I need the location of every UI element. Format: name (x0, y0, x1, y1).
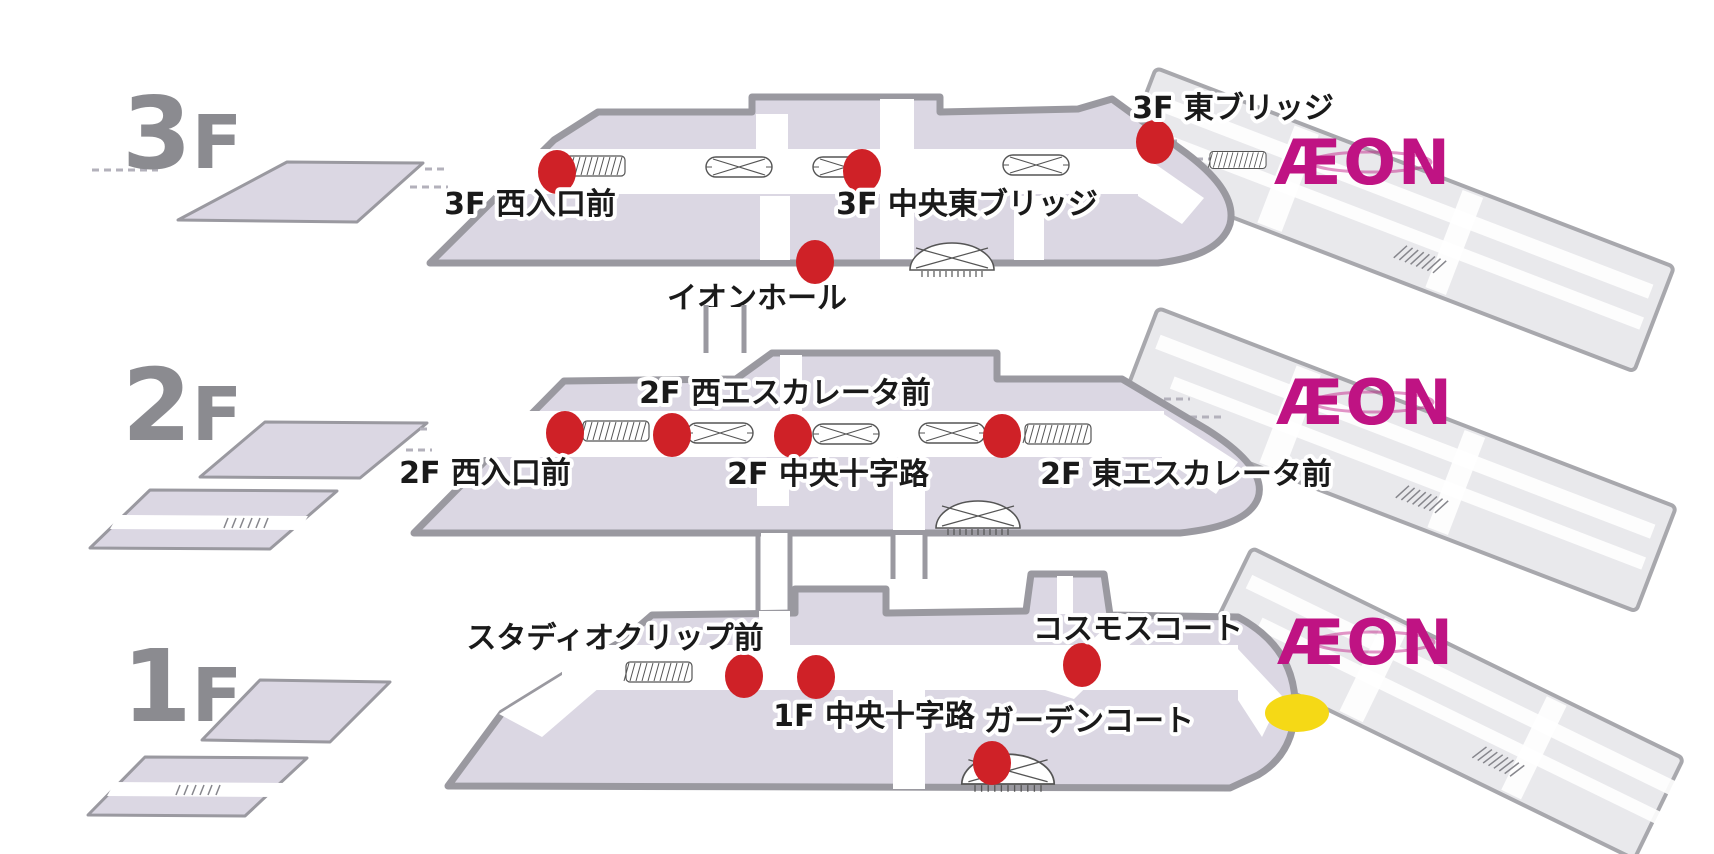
aeon-logo-swoosh-2f (1311, 390, 1435, 414)
markers-2F: 2F 西入口前 2F 西エスカレータ前 2F 中央十字路 2F 東エスカレータ前 (395, 372, 1336, 496)
aeon-logo-3f: ÆON (1274, 126, 1452, 199)
west-annex-1f-upper (200, 678, 392, 744)
poi-label-garden-court: ガーデンコート (984, 704, 1194, 739)
poi-marker-aeon-hall[interactable] (796, 240, 834, 284)
west-annex-3f (176, 160, 425, 224)
poi-label-cosmos-court: コスモスコート (1033, 612, 1243, 647)
west-annex-2f-hatch (223, 517, 269, 529)
stub-2f-bottom (890, 533, 928, 579)
stub-1f-top (755, 531, 793, 611)
poi-label-3f-west-entrance: 3F 西入口前 (444, 187, 616, 222)
poi-marker-3f-east-bridge[interactable] (1136, 120, 1174, 164)
poi-label-1f-central-crossing: 1F 中央十字路 (773, 699, 976, 734)
poi-marker-2f-east-escalator[interactable] (983, 414, 1021, 458)
aeon-logo-swoosh-1f (1312, 630, 1436, 654)
poi-label-studio-clip-front: スタディオクリップ前 (466, 621, 763, 656)
aeon-logo-2f: ÆON (1276, 366, 1454, 439)
west-annex-2f-upper (198, 420, 429, 480)
poi-marker-1f-central-crossing[interactable] (797, 655, 835, 699)
floor-2f: ÆON 2F 2F 西入口前 2F 西エスカレータ前 2F 中央十字路 2F 東エスカ… (88, 305, 1677, 612)
aeon-wing-2f (1117, 307, 1677, 612)
poi-label-2f-central-crossing: 2F 中央十字路 (727, 457, 930, 492)
floor-label-3f: 3F (122, 75, 242, 192)
floor-label-1f: 1F (122, 628, 242, 745)
poi-marker-2f-west-escalator[interactable] (653, 413, 691, 457)
poi-label-aeon-hall: イオンホール (667, 281, 847, 316)
west-annex-2f-band (110, 515, 308, 530)
poi-label-2f-west-entrance: 2F 西入口前 (399, 456, 571, 491)
west-annex-1f-hatch (175, 784, 221, 796)
stub-2f-top (703, 305, 747, 355)
poi-marker-2f-west-entrance[interactable] (546, 411, 584, 455)
poi-marker-cosmos-court[interactable] (1063, 643, 1101, 687)
aeon-logo-1f: ÆON (1277, 606, 1455, 679)
poi-marker-2f-central-crossing[interactable] (774, 414, 812, 458)
poi-marker-studio-clip-front[interactable] (725, 654, 763, 698)
poi-label-2f-west-escalator: 2F 西エスカレータ前 (639, 376, 931, 411)
poi-label-2f-east-escalator: 2F 東エスカレータ前 (1040, 457, 1332, 492)
poi-marker-3f-central-east-bridge[interactable] (843, 149, 881, 193)
poi-marker-3f-west-entrance[interactable] (538, 150, 576, 194)
floor-label-2f: 2F (122, 347, 242, 464)
poi-label-3f-central-east-bridge: 3F 中央東ブリッジ (836, 187, 1098, 222)
aeon-logo-swoosh-3f (1309, 150, 1433, 174)
poi-label-3f-east-bridge: 3F 東ブリッジ (1132, 91, 1334, 126)
aeon-wing-1f (1202, 547, 1714, 854)
poi-marker-yellow-highlight[interactable] (1265, 694, 1329, 732)
poi-marker-garden-court[interactable] (973, 741, 1011, 785)
west-annex-1f-band (107, 782, 288, 797)
